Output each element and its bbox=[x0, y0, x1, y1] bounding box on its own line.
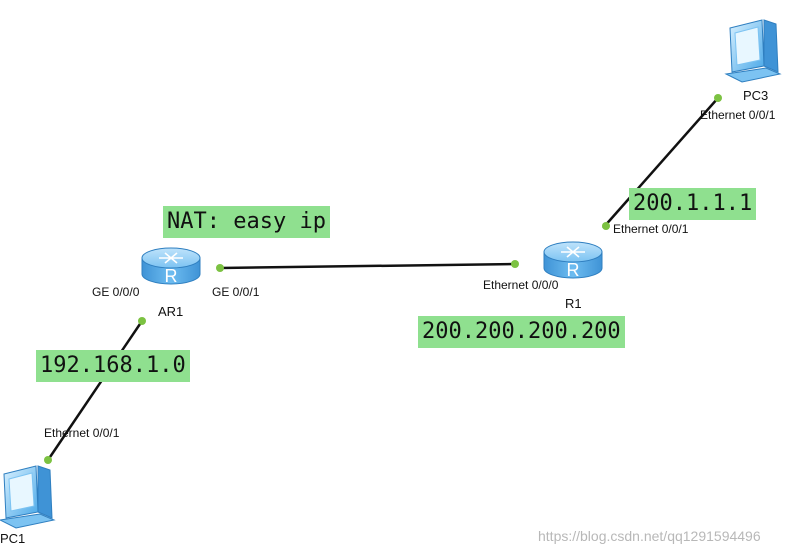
port-dot-pc3-eth001 bbox=[714, 94, 722, 102]
note-nat: NAT: easy ip bbox=[163, 206, 330, 238]
watermark: https://blog.csdn.net/qq1291594496 bbox=[538, 528, 761, 544]
note-public-ip: 200.200.200.200 bbox=[418, 316, 625, 348]
pc-icon[interactable] bbox=[0, 465, 55, 529]
link-r1-pc3 bbox=[602, 97, 719, 229]
note-lan: 192.168.1.0 bbox=[36, 350, 190, 382]
port-dot-ar1-ge001 bbox=[216, 264, 224, 272]
port-label-r1-eth001: Ethernet 0/0/1 bbox=[613, 222, 689, 236]
device-label-pc3: PC3 bbox=[743, 88, 769, 103]
port-label-pc3-eth001: Ethernet 0/0/1 bbox=[700, 108, 776, 122]
router-icon[interactable] bbox=[141, 247, 201, 287]
port-label-pc1-eth001: Ethernet 0/0/1 bbox=[44, 426, 120, 440]
device-label-r1: R1 bbox=[565, 296, 582, 311]
port-dot-pc1-eth001 bbox=[44, 456, 52, 464]
port-label-ar1-ge001: GE 0/0/1 bbox=[212, 285, 260, 299]
router-icon[interactable] bbox=[543, 241, 603, 281]
note-server-ip: 200.1.1.1 bbox=[629, 188, 757, 220]
device-label-ar1: AR1 bbox=[158, 304, 184, 319]
port-label-r1-eth000: Ethernet 0/0/0 bbox=[483, 278, 559, 292]
link-ar1-r1 bbox=[219, 262, 516, 270]
link-pc1-ar1 bbox=[46, 320, 144, 461]
port-dot-r1-eth000 bbox=[511, 260, 519, 268]
port-label-ar1-ge000: GE 0/0/0 bbox=[92, 285, 140, 299]
device-label-pc1: PC1 bbox=[0, 531, 26, 546]
port-dot-r1-eth001 bbox=[602, 222, 610, 230]
port-dot-ar1-ge000 bbox=[138, 317, 146, 325]
pc-icon[interactable] bbox=[725, 19, 781, 83]
